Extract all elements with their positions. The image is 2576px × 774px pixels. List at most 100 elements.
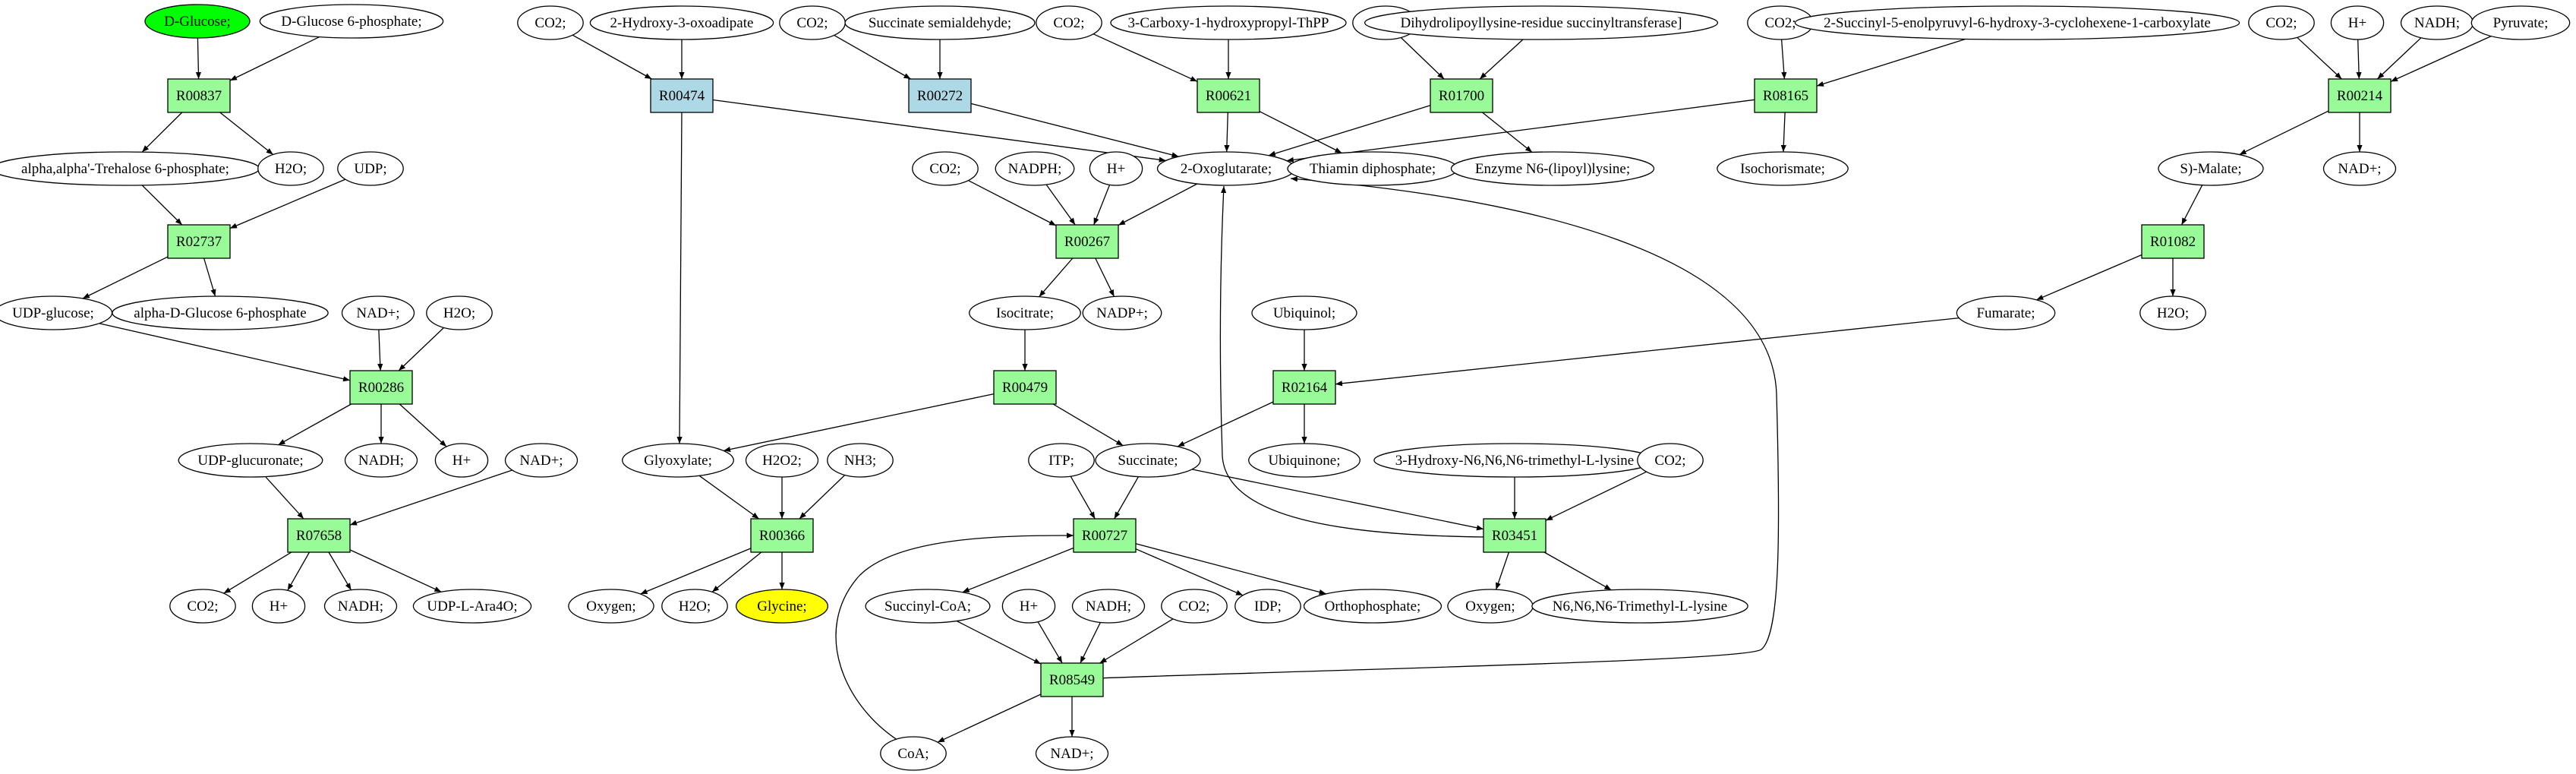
- compound-node-c-co2-9[interactable]: CO2;: [1161, 589, 1228, 624]
- compound-node-c-h2o-1[interactable]: H2O;: [257, 151, 324, 186]
- edge-c-fumarate-to-r-R02164: [1335, 317, 1960, 387]
- node-label: H2O;: [275, 161, 307, 177]
- reaction-node-r-R08165[interactable]: R08165: [1754, 78, 1818, 113]
- reaction-node-r-R08549[interactable]: R08549: [1040, 662, 1104, 697]
- compound-node-c-nadpplus[interactable]: NADP+;: [1082, 295, 1162, 330]
- compound-node-c-nadh-1[interactable]: NADH;: [344, 443, 418, 478]
- compound-node-c-succinylenol[interactable]: 2-Succinyl-5-enolpyruvyl-6-hydroxy-3-cyc…: [1794, 5, 2240, 40]
- compound-node-c-dihydrolipoyl[interactable]: Dihydrolipoyllysine-residue succinyltran…: [1364, 5, 1719, 40]
- reaction-box: [908, 78, 972, 113]
- node-label: Isocitrate;: [996, 305, 1054, 321]
- compound-node-c-nadp-2[interactable]: NAD+;: [504, 443, 579, 478]
- node-label: NAD+;: [2338, 161, 2381, 177]
- compound-node-c-nadh-4[interactable]: NADH;: [1071, 589, 1146, 624]
- compound-node-c-co2-7[interactable]: CO2;: [2248, 5, 2315, 40]
- compound-node-c-isocitrate[interactable]: Isocitrate;: [969, 295, 1081, 330]
- reaction-node-r-R00621[interactable]: R00621: [1197, 78, 1260, 113]
- compound-node-c-orthophosphate[interactable]: Orthophosphate;: [1303, 589, 1442, 624]
- compound-node-c-glycine[interactable]: Glycine;: [735, 589, 829, 624]
- compound-node-c-nadh-3[interactable]: NADH;: [2400, 5, 2474, 40]
- edge-c-dihydrolipoyl-to-r-R01700: [1479, 39, 1524, 80]
- compound-node-c-oxygen-2[interactable]: Oxygen;: [1447, 589, 1534, 624]
- compound-node-c-glyoxylate[interactable]: Glyoxylate;: [622, 443, 734, 478]
- compound-node-c-hplus-5[interactable]: H+: [1001, 589, 1056, 624]
- compound-node-c-co2-8[interactable]: CO2;: [912, 151, 979, 186]
- compound-node-c-coa[interactable]: CoA;: [880, 736, 947, 771]
- reaction-node-r-R07658[interactable]: R07658: [287, 518, 351, 553]
- compound-node-c-co2-1[interactable]: CO2;: [169, 589, 236, 624]
- compound-node-c-oxygen-1[interactable]: Oxygen;: [568, 589, 654, 624]
- compound-node-c-nadp-3[interactable]: NAD+;: [2322, 151, 2397, 186]
- compound-node-c-udpglucuronate[interactable]: UDP-glucuronate;: [178, 443, 323, 478]
- compound-node-c-isochorismate[interactable]: Isochorismate;: [1717, 151, 1849, 186]
- compound-ellipse: [1364, 5, 1719, 40]
- compound-ellipse: [2139, 295, 2206, 330]
- compound-node-c-succsemiald[interactable]: Succinate semialdehyde;: [844, 5, 1036, 40]
- compound-node-c-trehalose6p[interactable]: alpha,alpha'-Trehalose 6-phosphate;: [0, 151, 260, 186]
- compound-node-c-hplus-4[interactable]: H+: [1089, 151, 1143, 186]
- compound-node-c-h2o-2[interactable]: H2O;: [426, 295, 493, 330]
- compound-node-c-oxoglutarate[interactable]: 2-Oxoglutarate;: [1156, 151, 1296, 186]
- compound-node-c-co2-10[interactable]: CO2;: [1637, 443, 1704, 478]
- edge-c-oxoglutarate-to-r-R00267: [1118, 183, 1198, 226]
- reaction-node-r-R00366[interactable]: R00366: [750, 518, 814, 553]
- compound-node-c-hydroxytml[interactable]: 3-Hydroxy-N6,N6,N6-trimethyl-L-lysine: [1373, 443, 1656, 478]
- reaction-node-r-R00267[interactable]: R00267: [1055, 224, 1119, 259]
- compound-node-c-carboxyhpthpp[interactable]: 3-Carboxy-1-hydroxypropyl-ThPP: [1110, 5, 1347, 40]
- edge-c-nadh-4-to-r-R08549: [1080, 622, 1101, 664]
- reaction-node-r-R00727[interactable]: R00727: [1073, 518, 1137, 553]
- compound-node-c-h2o2[interactable]: H2O2;: [745, 443, 819, 478]
- compound-node-c-h2o-4[interactable]: H2O;: [661, 589, 728, 624]
- reaction-node-r-R01700[interactable]: R01700: [1430, 78, 1493, 113]
- compound-node-c-nadph[interactable]: NADPH;: [995, 151, 1075, 186]
- edge-r-R00621-to-c-oxoglutarate: [1224, 112, 1230, 153]
- reaction-node-r-R00474[interactable]: R00474: [650, 78, 714, 113]
- compound-node-c-hydroxyoxoadipate[interactable]: 2-Hydroxy-3-oxoadipate: [589, 5, 774, 40]
- compound-node-c-adglucose6p[interactable]: alpha-D-Glucose 6-phosphate: [112, 295, 329, 330]
- compound-node-c-dglucose[interactable]: D-Glucose;: [144, 4, 251, 39]
- compound-node-c-nadh-2[interactable]: NADH;: [323, 589, 398, 624]
- reaction-node-r-R00837[interactable]: R00837: [167, 78, 231, 113]
- reaction-node-r-R02737[interactable]: R02737: [167, 224, 231, 259]
- compound-node-c-co2-2[interactable]: CO2;: [517, 5, 584, 40]
- reaction-node-r-R03451[interactable]: R03451: [1483, 518, 1547, 553]
- compound-ellipse: [589, 5, 774, 40]
- compound-node-c-trimethyllysine[interactable]: N6,N6,N6-Trimethyl-L-lysine: [1531, 589, 1748, 624]
- compound-node-c-itp[interactable]: ITP;: [1028, 443, 1095, 478]
- compound-node-c-hplus-1[interactable]: H+: [434, 443, 489, 478]
- reaction-node-r-R00214[interactable]: R00214: [2328, 78, 2392, 113]
- compound-node-c-nh3[interactable]: NH3;: [827, 443, 894, 478]
- compound-node-c-pyruvate[interactable]: Pyruvate;: [2470, 5, 2571, 40]
- reaction-node-r-R00286[interactable]: R00286: [349, 370, 413, 405]
- compound-node-c-h2o-3[interactable]: H2O;: [2139, 295, 2206, 330]
- compound-node-c-nadp-4[interactable]: NAD+;: [1035, 736, 1109, 771]
- reaction-node-r-R00479[interactable]: R00479: [993, 370, 1057, 405]
- compound-node-c-succinylcoa[interactable]: Succinyl-CoA;: [865, 589, 991, 624]
- edge-r-R00727-to-c-orthophosphate: [1135, 543, 1326, 595]
- compound-node-c-smalate[interactable]: S)-Malate;: [2158, 151, 2264, 186]
- compound-node-c-udp-1[interactable]: UDP;: [337, 151, 404, 186]
- compound-node-c-ubiquinol[interactable]: Ubiquinol;: [1251, 295, 1357, 330]
- compound-ellipse: [1095, 443, 1201, 478]
- compound-node-c-enzymelipoyl[interactable]: Enzyme N6-(lipoyl)lysine;: [1450, 151, 1655, 186]
- compound-node-c-ubiquinone[interactable]: Ubiquinone;: [1248, 443, 1361, 478]
- reaction-node-r-R00272[interactable]: R00272: [908, 78, 972, 113]
- nodes-layer: D-Glucose;D-Glucose 6-phosphate; R00837 al…: [0, 4, 2571, 771]
- compound-node-c-co2-3[interactable]: CO2;: [779, 5, 846, 40]
- edge-c-glyoxylate-to-r-R00366: [698, 475, 759, 520]
- node-label: R01700: [1439, 88, 1484, 104]
- compound-node-c-fumarate[interactable]: Fumarate;: [1956, 295, 2056, 330]
- compound-node-c-hplus-2[interactable]: H+: [251, 589, 306, 624]
- compound-node-c-udpglucose[interactable]: UDP-glucose;: [0, 295, 113, 330]
- compound-node-c-udpara4o[interactable]: UDP-L-Ara4O;: [412, 589, 532, 624]
- compound-node-c-hplus-3[interactable]: H+: [2330, 5, 2385, 40]
- edge-c-co2-3-to-r-R00272: [834, 34, 911, 80]
- compound-node-c-thiamindp[interactable]: Thiamin diphosphate;: [1287, 151, 1458, 186]
- compound-node-c-co2-4[interactable]: CO2;: [1036, 5, 1102, 40]
- compound-node-c-succinate[interactable]: Succinate;: [1095, 443, 1201, 478]
- compound-node-c-dglucose6p[interactable]: D-Glucose 6-phosphate;: [259, 4, 444, 39]
- reaction-node-r-R01082[interactable]: R01082: [2141, 224, 2205, 259]
- compound-node-c-nadp-1[interactable]: NAD+;: [341, 295, 415, 330]
- reaction-node-r-R02164[interactable]: R02164: [1272, 370, 1336, 405]
- compound-node-c-idp[interactable]: IDP;: [1234, 589, 1301, 624]
